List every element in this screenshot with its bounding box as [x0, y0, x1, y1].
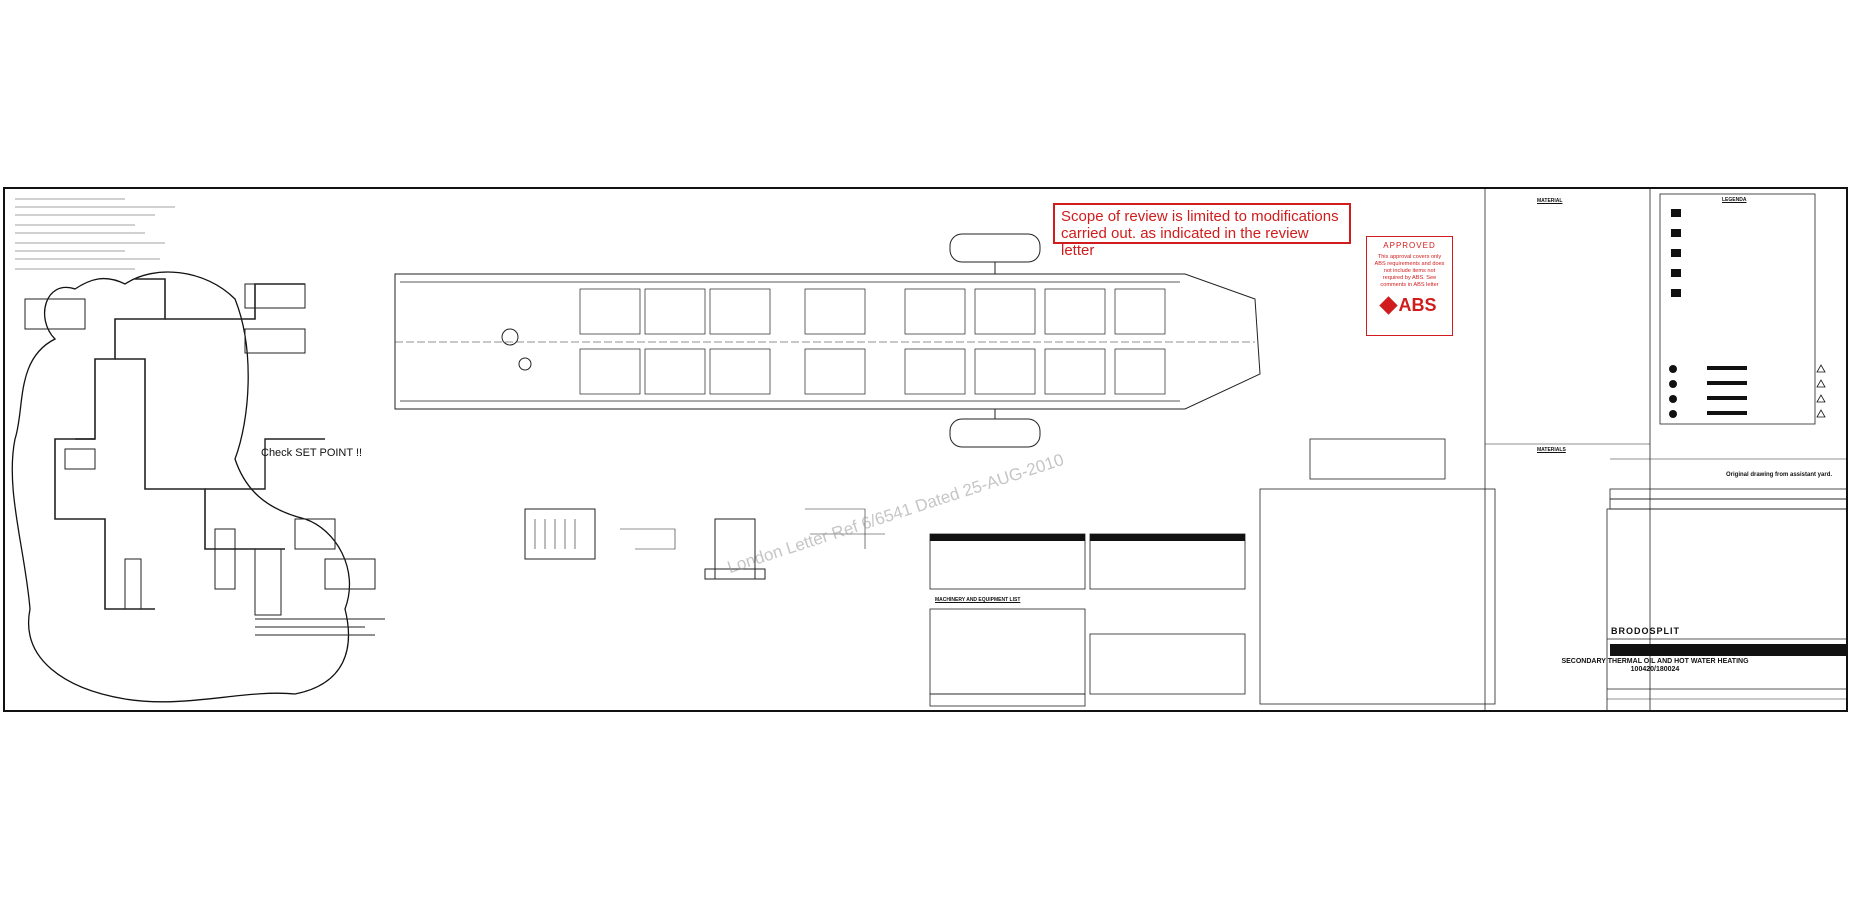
- company-name: BRODOSPLIT: [1611, 626, 1681, 636]
- material-panel-heading: MATERIAL: [1537, 198, 1563, 204]
- abs-emblem-icon: [1379, 296, 1399, 315]
- general-notes-block: [15, 198, 175, 270]
- drawing-title-line1: CARGO HEATING: [1625, 650, 1685, 657]
- heating-coils-lower: [579, 348, 1166, 395]
- review-scope-note: Scope of review is limited to modificati…: [1053, 203, 1351, 259]
- set-point-callout: Check SET POINT !!: [261, 447, 363, 459]
- abs-approval-stamp: APPROVED This approval covers only ABS r…: [1366, 236, 1453, 336]
- stamp-text: This approval covers only ABS requiremen…: [1374, 254, 1445, 288]
- heating-coils-upper: [579, 288, 1166, 335]
- review-note-line1: Scope of review is limited to modificati…: [1061, 208, 1339, 225]
- drawing-title-line2: SECONDARY THERMAL OIL AND HOT WATER HEAT…: [1561, 658, 1749, 665]
- abs-logo: ABS: [1367, 295, 1452, 316]
- revision-cloud-left: [11, 271, 350, 703]
- original-drawing-note: Original drawing from assistant yard.: [1726, 472, 1833, 478]
- abs-logo-text: ABS: [1398, 295, 1437, 315]
- legend-heading: LEGENDA: [1722, 197, 1747, 203]
- equipment-list-heading: MACHINERY AND EQUIPMENT LIST: [935, 597, 1021, 603]
- legend-symbols: [930, 209, 1846, 656]
- review-note-line2: carried out. as indicated in the review …: [1061, 225, 1309, 259]
- drawing-number: 100420/180024: [1630, 666, 1680, 673]
- drawing-title: CARGO HEATING SECONDARY THERMAL OIL AND …: [1560, 650, 1750, 674]
- materials-panel-heading: MATERIALS: [1537, 447, 1566, 453]
- drawing-sheet: Scope of review is limited to modificati…: [3, 187, 1848, 712]
- hull-outline: [394, 273, 1261, 410]
- piping-diagram: [11, 189, 1846, 710]
- stamp-heading: APPROVED: [1383, 241, 1436, 250]
